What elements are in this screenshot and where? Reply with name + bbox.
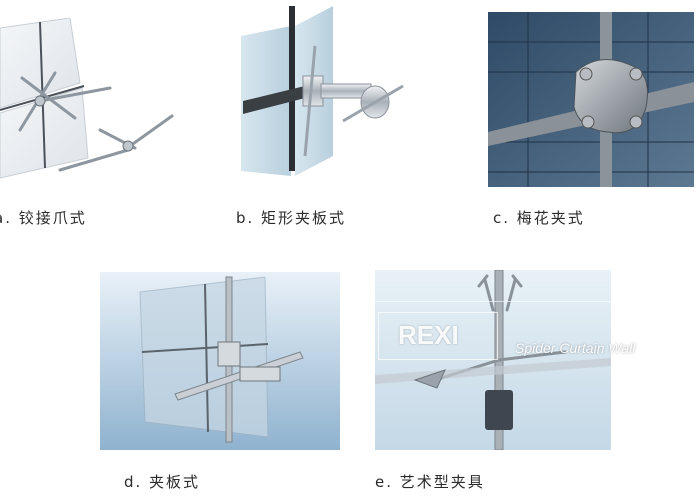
watermark-divider <box>352 301 700 302</box>
watermark-frame <box>378 312 498 360</box>
photo-plate-clamp <box>100 272 340 450</box>
watermark-brand: REXI <box>398 320 459 350</box>
photo-rectangular-clamp <box>233 6 415 180</box>
photo-articulated-claw <box>0 18 190 180</box>
caption-b: b. 矩形夹板式 <box>236 209 347 227</box>
photo-plum-blossom-clamp <box>488 12 694 187</box>
caption-d: d. 夹板式 <box>124 473 201 491</box>
caption-c: c. 梅花夹式 <box>493 209 585 227</box>
watermark-subtitle: Spider Curtain Wall <box>515 340 636 356</box>
photo-artistic-fixture <box>375 270 611 450</box>
caption-a: a. 铰接爪式 <box>0 209 87 227</box>
caption-e: e. 艺术型夹具 <box>375 473 485 491</box>
